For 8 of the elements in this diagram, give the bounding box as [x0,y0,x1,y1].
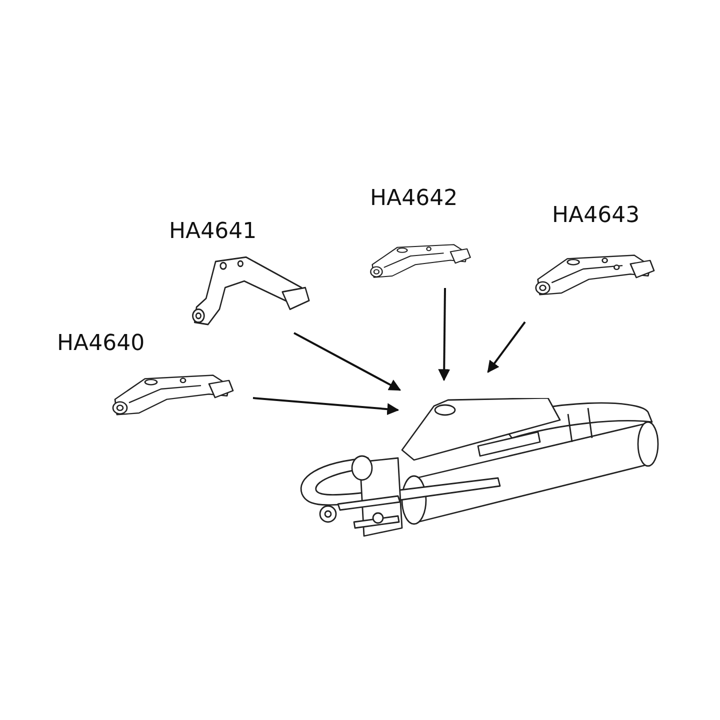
arrow [294,332,402,391]
arrow [438,288,450,382]
part-number: HA4643 [552,203,640,229]
part-number: HA4642 [370,186,458,212]
arrow [252,397,400,416]
part-number: HA4640 [57,331,145,357]
part-number: HA4641 [169,219,257,245]
arrow [487,321,526,373]
